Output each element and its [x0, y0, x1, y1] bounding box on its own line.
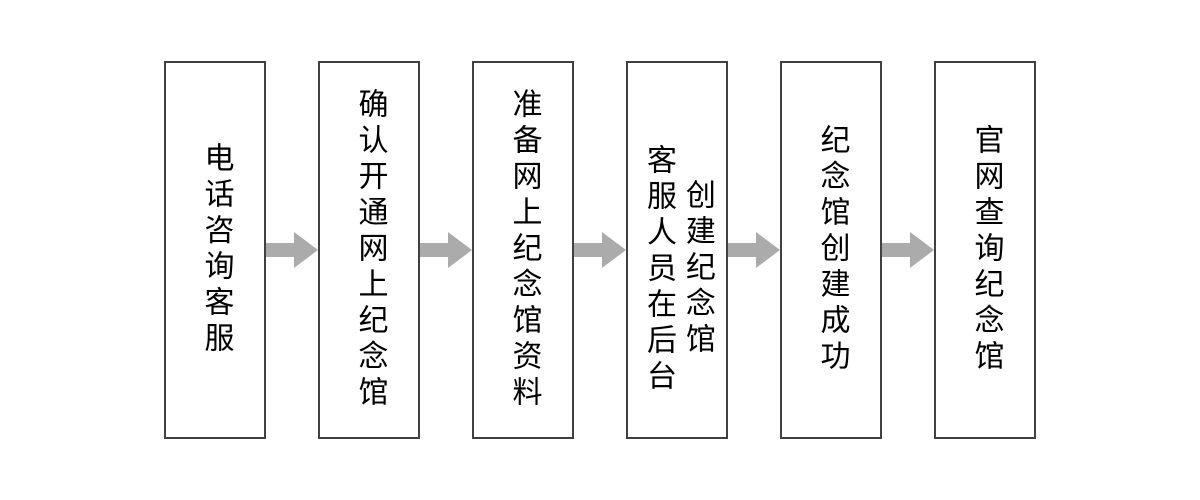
- step-5-label: 纪念馆创建成功: [814, 124, 850, 376]
- arrow-3-icon: [574, 230, 626, 270]
- process-box-step-2[interactable]: 确认开通网上纪念馆: [318, 61, 420, 439]
- step-4-columns: 客服人员在后台 创建纪念馆: [639, 63, 715, 437]
- step-2-label: 确认开通网上纪念馆: [352, 88, 388, 412]
- step-1-label: 电话咨询客服: [198, 142, 234, 358]
- step-4-label-column-2: 创建纪念馆: [679, 179, 715, 359]
- step-6-label: 官网查询纪念馆: [968, 124, 1004, 376]
- process-box-step-6[interactable]: 官网查询纪念馆: [934, 61, 1036, 439]
- arrow-2-icon: [420, 230, 472, 270]
- process-box-step-1[interactable]: 电话咨询客服: [164, 61, 266, 439]
- process-box-step-4[interactable]: 客服人员在后台 创建纪念馆: [626, 61, 728, 439]
- arrow-4-icon: [728, 230, 780, 270]
- arrow-1-icon: [266, 230, 318, 270]
- process-box-step-3[interactable]: 准备网上纪念馆资料: [472, 61, 574, 439]
- step-4-label-column-1: 客服人员在后台: [641, 144, 676, 396]
- step-3-label: 准备网上纪念馆资料: [506, 88, 542, 412]
- process-box-step-5[interactable]: 纪念馆创建成功: [780, 61, 882, 439]
- arrow-5-icon: [882, 230, 934, 270]
